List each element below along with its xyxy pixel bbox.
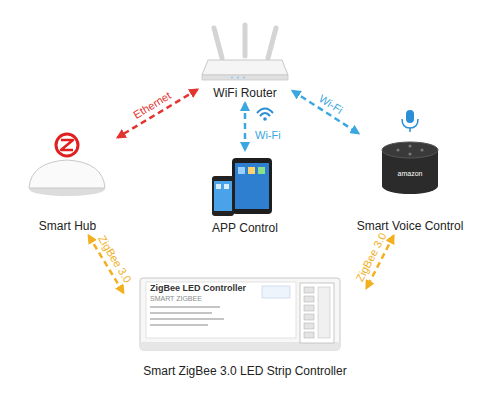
link-label: Ethernet	[130, 88, 175, 122]
link-label: ZigBee 3.0	[95, 231, 135, 286]
device-node: WiFi Router	[200, 25, 290, 100]
voice-speaker-icon	[382, 110, 438, 194]
hub-icon	[29, 134, 105, 196]
link-arrow	[244, 103, 247, 150]
wifi-symbol	[257, 109, 273, 121]
link-arrow	[293, 91, 359, 133]
device-node: APP Control	[195, 153, 295, 235]
node-caption: Smart Hub	[39, 219, 96, 233]
link-label: Wi-Fi	[253, 129, 283, 141]
brand-mark: amazon	[398, 170, 423, 178]
device-node: Smart Hub	[20, 135, 115, 233]
device-title: ZigBee LED Controller	[150, 284, 246, 294]
link-label: Wi-Fi	[315, 91, 346, 117]
node-caption: APP Control	[212, 221, 278, 235]
router-icon	[202, 25, 288, 80]
node-caption: Smart ZigBee 3.0 LED Strip Controller	[143, 364, 346, 378]
device-subtitle: SMART ZIGBEE	[150, 295, 202, 303]
node-caption: Smart Voice Control	[357, 219, 464, 233]
link-label: ZigBee 3.0	[353, 229, 390, 285]
node-caption: WiFi Router	[213, 86, 276, 100]
device-node: Smart Voice Control	[350, 135, 470, 233]
app-devices-icon	[212, 158, 272, 216]
led-controller-device	[140, 278, 340, 350]
